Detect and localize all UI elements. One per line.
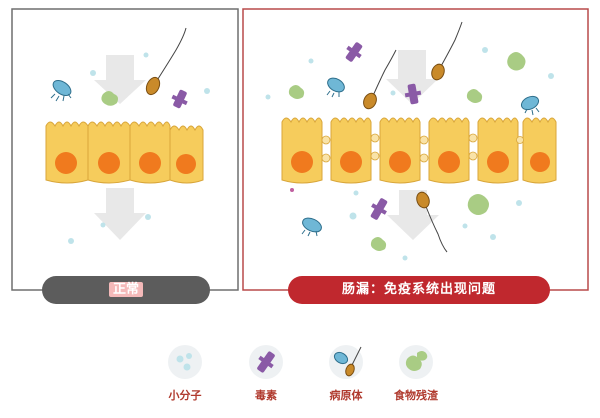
cell-nucleus xyxy=(389,151,411,173)
bacterium-icon xyxy=(326,77,345,98)
epithelial-cell xyxy=(330,117,372,184)
cell-nucleus xyxy=(530,152,550,172)
normal-panel-label: 正常 xyxy=(42,276,210,304)
epithelial-cell xyxy=(379,117,421,184)
epithelial-cell xyxy=(169,125,204,184)
leaky-label-text: 肠漏：免疫系统出现问题 xyxy=(341,282,496,297)
legend-label: 食物残渣 xyxy=(394,389,438,402)
food-residue-icon xyxy=(101,91,118,106)
leaky-epithelium xyxy=(281,117,557,184)
cell-nucleus xyxy=(291,151,313,173)
pathogen-icon xyxy=(333,346,362,377)
legend-item-toxin: 毒素 xyxy=(234,345,298,403)
small-molecule-icon xyxy=(68,52,210,244)
cell-nucleus xyxy=(438,151,460,173)
cell-nucleus xyxy=(176,154,196,174)
epithelial-cell xyxy=(87,121,131,184)
food-residue-icon xyxy=(405,351,428,371)
legend-label: 小分子 xyxy=(168,389,202,402)
cell-nucleus xyxy=(98,152,120,174)
epithelial-cell xyxy=(522,117,557,184)
legend-item-food-residue: 食物残渣 xyxy=(384,345,448,403)
pathogen-icon xyxy=(431,21,463,81)
inflow-arrow-icon xyxy=(94,55,146,104)
cell-nucleus xyxy=(139,152,161,174)
cell-nucleus xyxy=(487,151,509,173)
legend-label: 毒素 xyxy=(255,389,277,402)
blocked-arrow-icon xyxy=(94,188,146,240)
pathogen-icon xyxy=(145,27,187,96)
bacterium-icon xyxy=(301,217,322,237)
epithelial-cell xyxy=(129,121,171,184)
small-molecule-icon xyxy=(265,47,554,261)
epithelial-cell xyxy=(45,121,89,184)
pathogen-icon xyxy=(363,49,397,110)
toxin-particle xyxy=(290,188,294,192)
leaking-arrow-icon xyxy=(387,190,439,240)
normal-epithelium xyxy=(45,121,204,184)
epithelial-cell xyxy=(428,117,470,184)
food-residue-icon xyxy=(288,52,526,103)
bacterium-icon xyxy=(520,95,540,116)
leaky-gut-panel-label: 肠漏：免疫系统出现问题 xyxy=(288,276,550,304)
legend-label: 病原体 xyxy=(329,389,363,402)
legend-item-small-molecule: 小分子 xyxy=(153,345,217,403)
cell-nucleus xyxy=(55,152,77,174)
small-molecule-icon xyxy=(176,353,192,371)
normal-label-text: 正常 xyxy=(108,282,143,297)
pathogen-icon xyxy=(416,191,448,253)
toxin-icon xyxy=(404,83,422,105)
toxin-icon xyxy=(171,89,188,109)
epithelial-cell xyxy=(477,117,519,184)
toxin-icon xyxy=(345,42,363,62)
toxin-icon xyxy=(370,198,388,220)
epithelial-cell xyxy=(281,117,323,184)
food-residue-icon xyxy=(370,194,489,251)
legend-item-pathogen: 病原体 xyxy=(314,345,378,403)
toxin-icon xyxy=(257,351,275,373)
bacterium-icon xyxy=(50,79,72,102)
cell-nucleus xyxy=(340,151,362,173)
